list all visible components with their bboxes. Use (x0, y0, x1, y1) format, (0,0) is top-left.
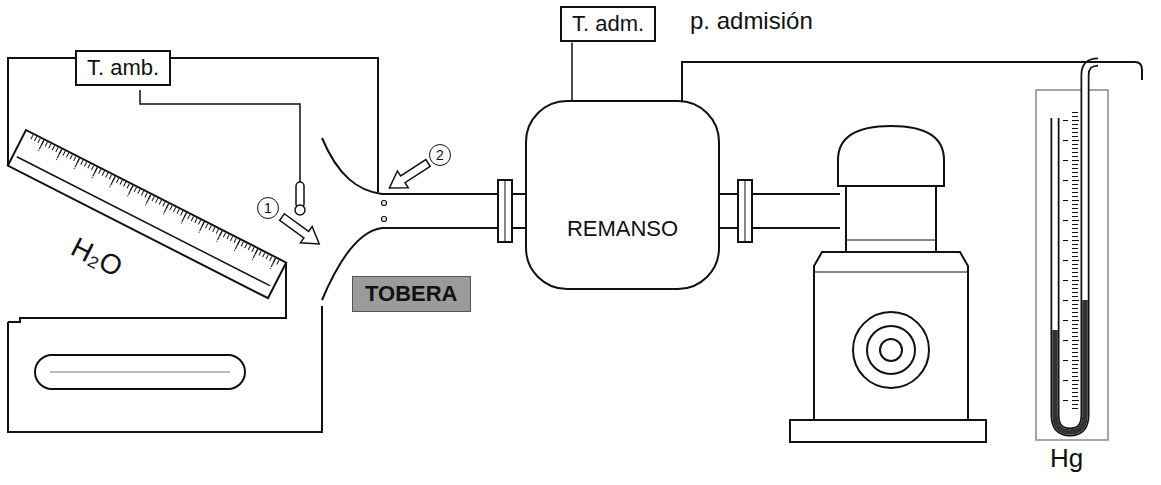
pipe (718, 194, 738, 228)
fluid-label: H₂O (66, 232, 127, 283)
node-text: 2 (436, 148, 444, 162)
temperature-label-box: T. amb. (75, 50, 171, 86)
lower-pressure-tube (8, 306, 322, 432)
point-number-circle: 2 (429, 144, 451, 166)
thermometer (296, 182, 304, 208)
inclined-water-manometer (8, 130, 286, 298)
water-reservoir (35, 355, 245, 389)
scale-ticks (1063, 110, 1079, 410)
nozzle-label-box: TOBERA (352, 276, 471, 312)
u-tube (1055, 62, 1098, 432)
node-text: T. adm. (572, 11, 644, 36)
pressure-tap (382, 201, 387, 206)
node-text: REMANSO (567, 216, 678, 242)
label-text: H₂O (66, 231, 127, 283)
node-text: T. amb. (87, 55, 159, 80)
pressure-tap (382, 217, 387, 222)
flywheel (853, 312, 929, 388)
cylinder (846, 186, 936, 252)
ambient-thermometer (140, 90, 305, 215)
flange-joint (505, 180, 506, 242)
flange (498, 180, 512, 242)
label-text: Hg (1050, 443, 1083, 473)
u-tube-bore (1055, 62, 1098, 432)
temperature-label-box: T. adm. (560, 6, 656, 42)
flywheel-shaft (880, 339, 902, 361)
cylinder-head (838, 126, 944, 186)
crankcase (814, 252, 968, 420)
nozzle-wall (322, 138, 498, 194)
scale-ticks (1063, 110, 1079, 410)
manometer-tubing (8, 58, 378, 432)
pipe (752, 194, 840, 228)
flange-joint (745, 180, 746, 242)
thermometer-bulb (295, 205, 305, 215)
leader-line (140, 90, 300, 182)
water-tube (17, 157, 270, 286)
point-number-circle: 1 (257, 197, 279, 219)
flywheel-hub (867, 326, 915, 374)
scale-ticks (25, 134, 281, 272)
manometer-plate (8, 130, 286, 298)
hollow-arrow (276, 209, 325, 252)
leader-connector (571, 42, 573, 100)
engine (790, 126, 986, 442)
pressure-line (682, 62, 1142, 178)
label-text: p. admisión (690, 7, 813, 34)
fluid-label: Hg (1050, 444, 1083, 473)
hollow-arrow (384, 155, 433, 197)
pointer-arrows (276, 155, 433, 253)
engine-base (790, 420, 986, 442)
node-text: 1 (264, 201, 272, 215)
manometer-case (1036, 90, 1108, 440)
plenum-chamber: REMANSO (525, 100, 720, 290)
mercury-manometer (1036, 62, 1108, 440)
pressure-label: p. admisión (690, 8, 813, 34)
node-text: TOBERA (365, 281, 458, 306)
cylinder-line (846, 240, 936, 241)
crankcase-line (814, 272, 968, 273)
reservoir-level (50, 372, 230, 373)
flange (738, 180, 752, 242)
